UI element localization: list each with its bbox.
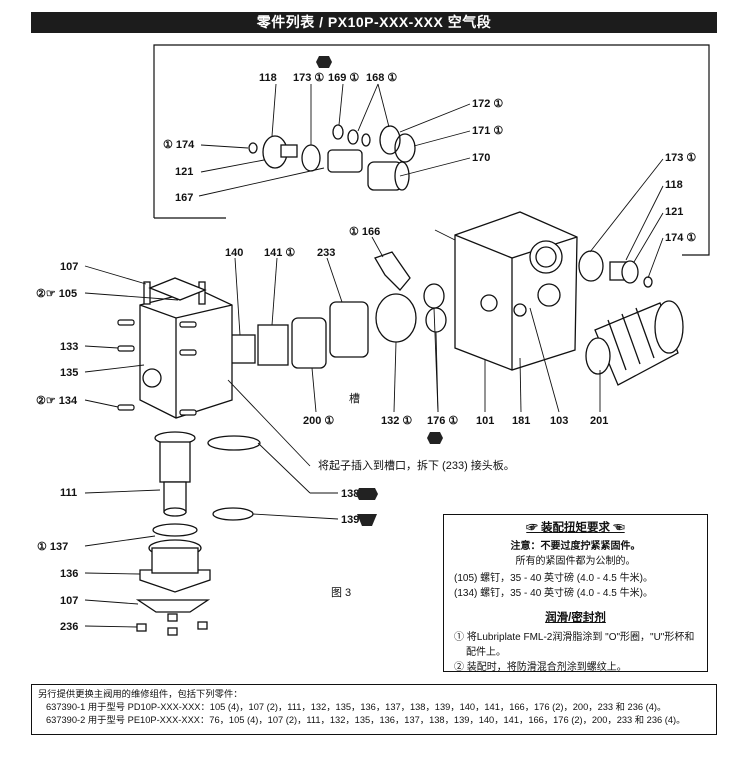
kit-637390-2: 637390-2 用于型号 PE10P-XXX-XXX：76，105 (4)，1…	[46, 715, 686, 725]
label-176: 176 ①	[427, 415, 458, 427]
label-140: 140	[225, 247, 243, 259]
label-200: 200 ①	[303, 415, 334, 427]
label-slot: 槽	[349, 392, 360, 405]
piston-assembly	[248, 124, 416, 191]
label-132: 132 ①	[381, 415, 412, 427]
label-174: ① 174	[163, 139, 195, 151]
label-171: 171 ①	[472, 125, 503, 137]
label-168: 168 ①	[366, 72, 397, 84]
label-172: 172 ①	[472, 98, 503, 110]
label-174-right: 174 ①	[665, 232, 696, 244]
service-kit-footer: 另行提供更换主阀用的维修组件，包括下列零件： 637390-1 用于型号 PD1…	[31, 684, 717, 735]
label-118: 118	[259, 72, 277, 84]
right-end-parts	[578, 250, 653, 288]
label-105: ②☞ 105	[36, 288, 77, 300]
lube-item-2: ② 装配时，将防滑混合剂涂到螺纹上。	[454, 662, 627, 673]
label-173-right: 173 ①	[665, 152, 696, 164]
screws	[117, 319, 197, 416]
gasket-set	[230, 251, 417, 369]
torque-spec-105: (105) 螺钉，35 - 40 英寸磅 (4.0 - 4.5 牛米)。	[454, 573, 653, 584]
end-cap-block	[139, 277, 233, 419]
label-137: ① 137	[37, 541, 68, 553]
label-111: 111	[60, 487, 77, 499]
torque-heading: ☞ 装配扭矩要求 ☜	[526, 522, 625, 534]
torque-spec-134: (134) 螺钉，35 - 40 英寸磅 (4.0 - 4.5 牛米)。	[454, 588, 653, 599]
footer-intro: 另行提供更换主阀用的维修组件，包括下列零件：	[38, 689, 243, 699]
figure-label: 图 3	[331, 587, 352, 599]
label-121-right: 121	[665, 206, 683, 218]
page-title: 零件列表 / PX10P-XXX-XXX 空气段	[31, 12, 717, 33]
label-170: 170	[472, 152, 490, 164]
screwdriver-callout: 将起子插入到槽口，拆下 (233) 接头板。	[318, 458, 515, 472]
label-233: 233	[317, 247, 335, 259]
label-118-right: 118	[665, 179, 683, 191]
label-236: 236	[60, 621, 78, 633]
label-103: 103	[550, 415, 568, 427]
label-169: 169 ①	[328, 72, 359, 84]
label-141: 141 ①	[264, 247, 295, 259]
label-181: 181	[512, 415, 530, 427]
torque-lube-note-box: ☞ 装配扭矩要求 ☜ 注意：不要过度拧紧紧固件。 所有的紧固件都为公制的。 (1…	[443, 514, 708, 673]
exploded-parts-diagram: 118 173 ① 169 ① 168 ① 172 ① 171 ① 170 ① …	[36, 44, 710, 636]
kit-icons	[316, 56, 443, 526]
label-133: 133	[60, 341, 78, 353]
label-173: 173 ①	[293, 72, 324, 84]
lube-item-1: ① 将Lubriplate FML-2润滑脂涂到 "O"形圈，"U"形杯和	[454, 632, 695, 643]
label-107: 107	[60, 261, 78, 273]
label-166: ① 166	[349, 226, 380, 238]
kit-637390-1: 637390-1 用于型号 PD10P-XXX-XXX：105 (4)，107 …	[46, 702, 667, 712]
label-135: 135	[60, 367, 78, 379]
lower-stack	[135, 431, 261, 636]
label-107-lower: 107	[60, 595, 78, 607]
label-101: 101	[476, 415, 494, 427]
muffler	[585, 300, 684, 386]
valve-body	[423, 211, 578, 371]
label-134: ②☞ 134	[36, 395, 78, 407]
lube-item-1-cont: 配件上。	[466, 647, 506, 658]
label-201: 201	[590, 415, 608, 427]
torque-metric-note: 所有的紧固件都为公制的。	[515, 556, 636, 567]
label-167: 167	[175, 192, 193, 204]
label-136: 136	[60, 568, 78, 580]
lube-heading: 润滑/密封剂	[545, 612, 606, 624]
torque-warning: 注意：不要过度拧紧紧固件。	[510, 541, 641, 552]
label-121: 121	[175, 166, 193, 178]
